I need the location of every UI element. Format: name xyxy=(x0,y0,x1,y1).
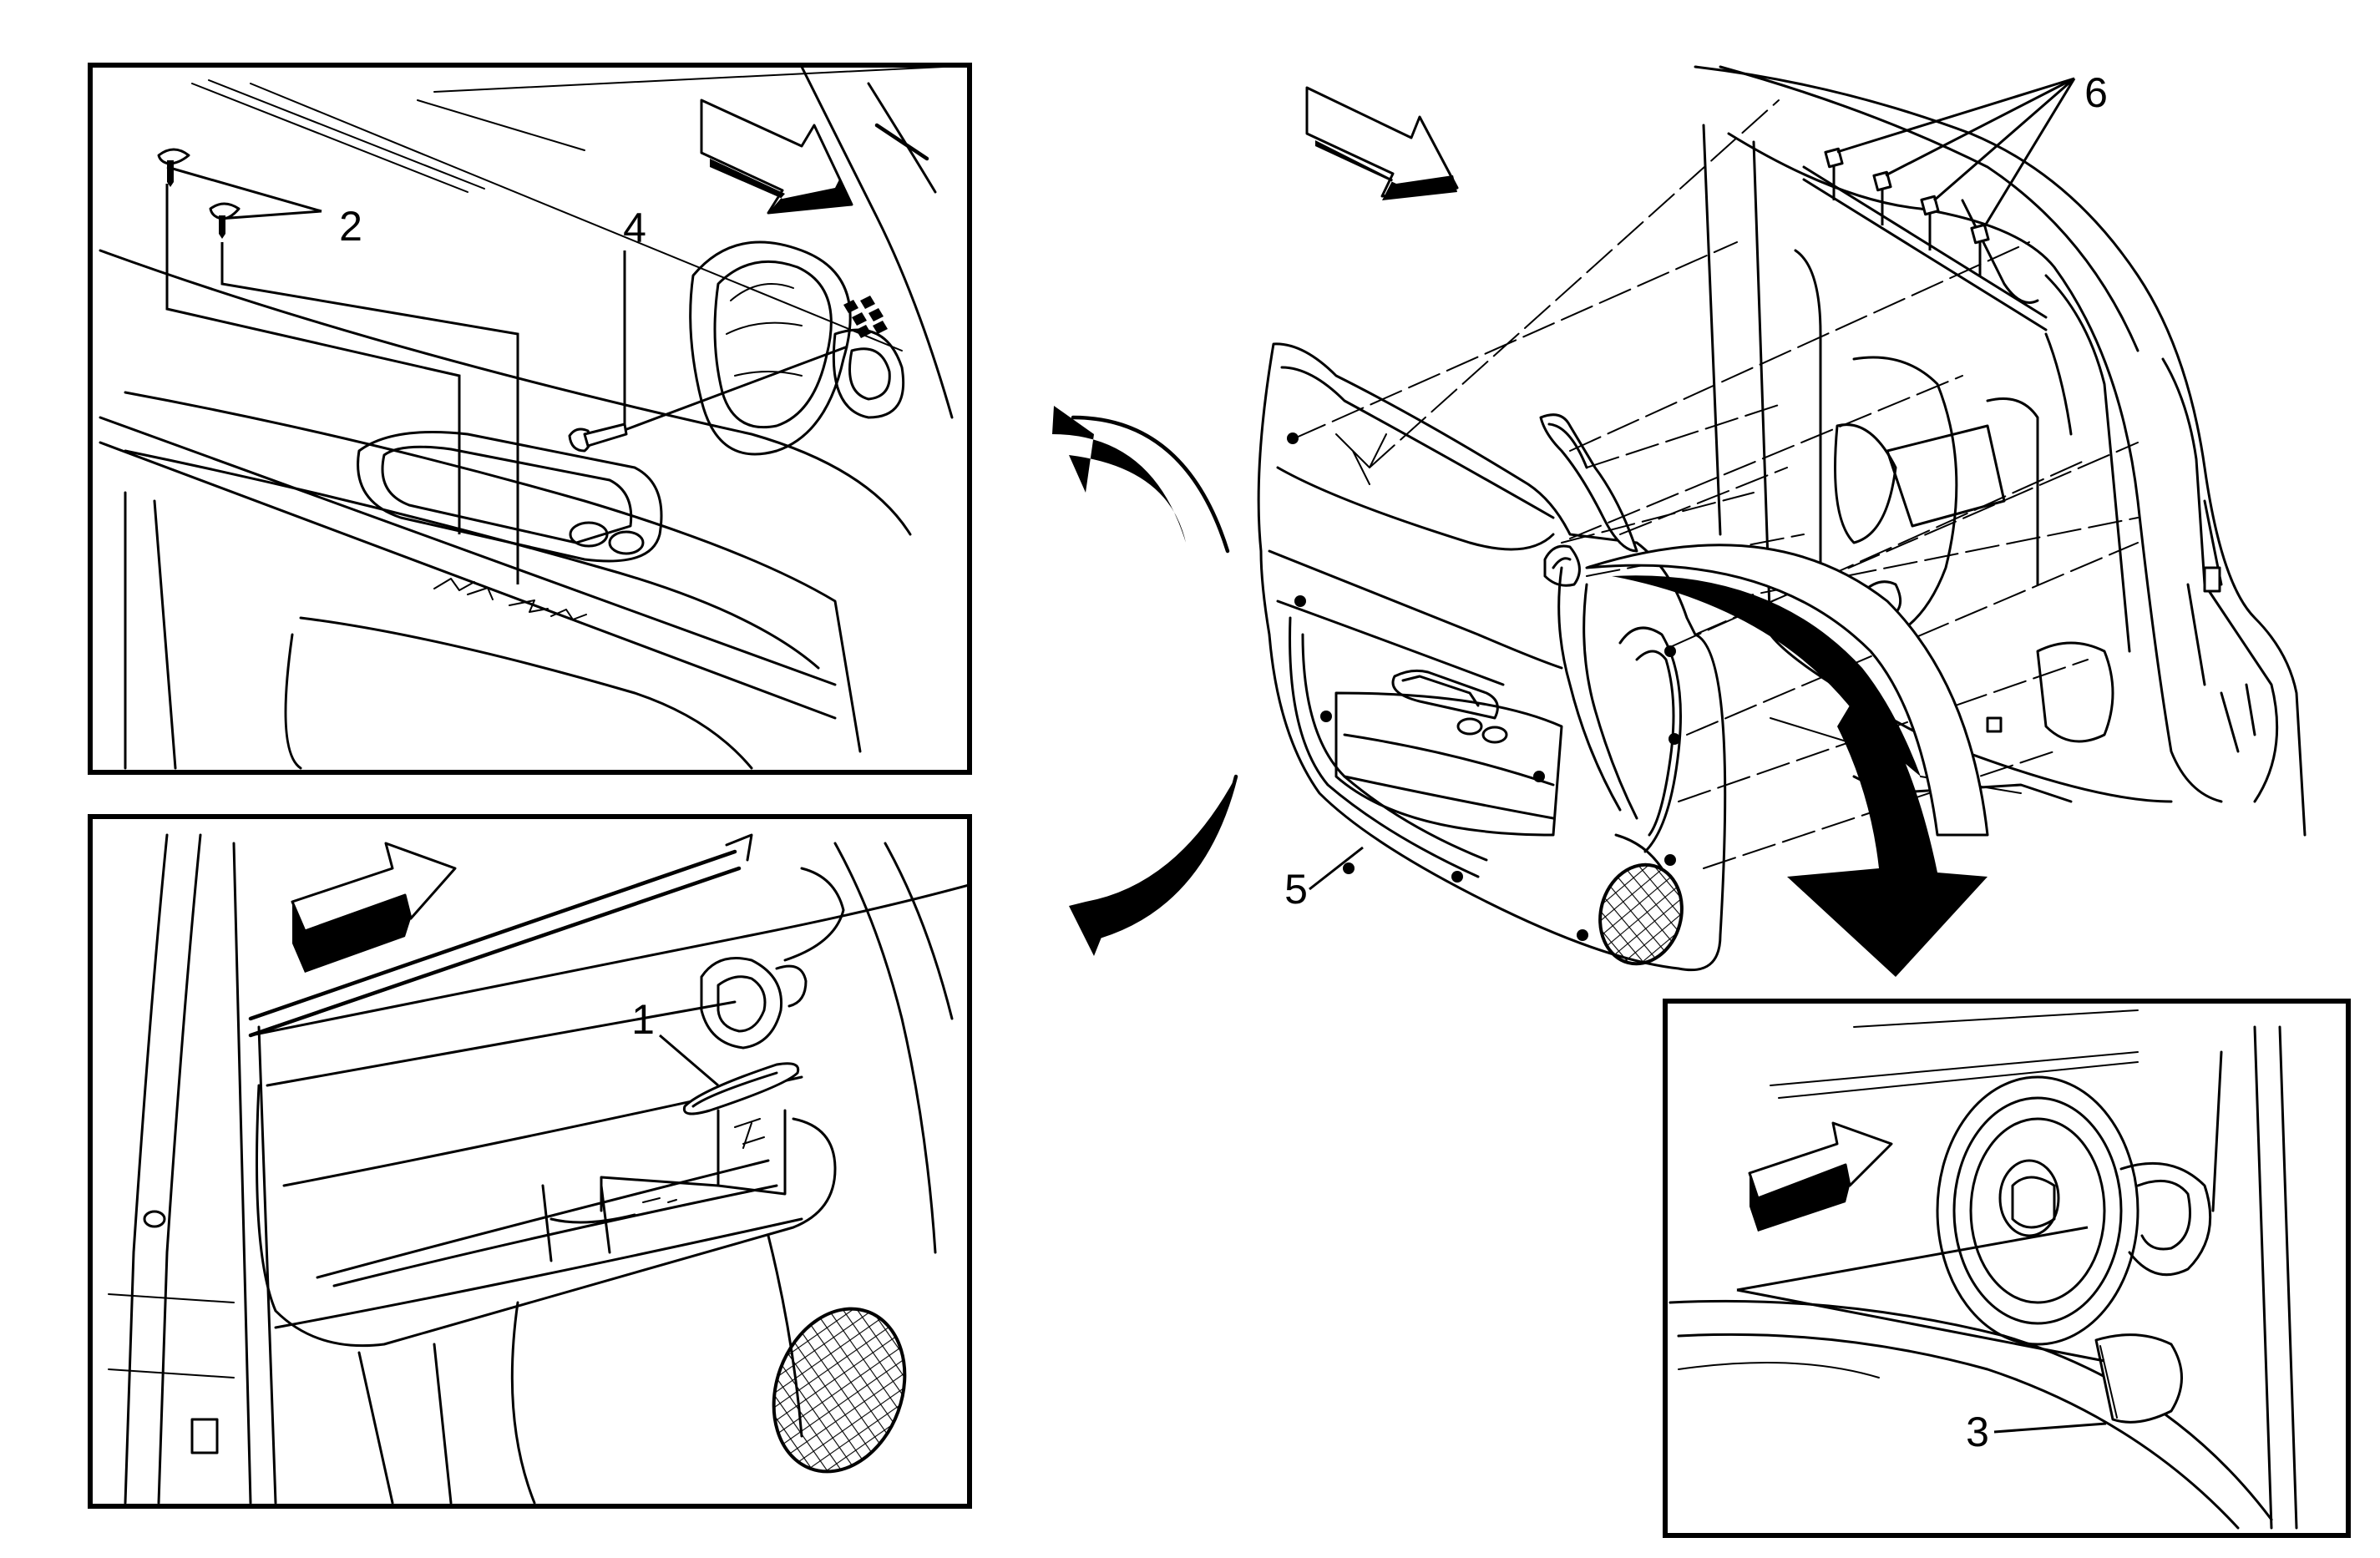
view-direction-arrow-icon xyxy=(291,842,457,973)
speaker-grille-icon xyxy=(772,1307,907,1474)
removal-direction-arrow-icon xyxy=(1585,544,1989,977)
view-direction-arrow-icon xyxy=(700,99,853,215)
callout-label-3: 3 xyxy=(1966,1409,1989,1455)
trim-cover-icon xyxy=(2094,1333,2183,1424)
callout-label-6: 6 xyxy=(2084,69,2108,116)
trim-screw-icon xyxy=(157,148,241,239)
callout-label-4: 4 xyxy=(623,205,646,251)
door-trim-panel xyxy=(1257,342,1727,972)
pull-cup-cover-icon xyxy=(682,1062,800,1115)
rotation-arrow-icon xyxy=(1052,406,1238,956)
detail-panel-screws: 2 4 xyxy=(88,63,972,775)
door-inner-frame xyxy=(1694,65,2307,837)
retainer-clip-cluster xyxy=(843,296,888,338)
detail-panel-handle-bezel: 1 xyxy=(88,814,972,1509)
view-direction-arrow-icon xyxy=(1305,86,1459,200)
callout-label-2: 2 xyxy=(339,203,362,250)
callout-label-1: 1 xyxy=(631,996,655,1043)
view-direction-arrow-icon xyxy=(1748,1121,1893,1232)
detail-panel-cover: 3 xyxy=(1663,999,2351,1538)
inner-handle-bezel xyxy=(1539,413,1638,553)
detail-frame-top-left xyxy=(88,63,972,775)
main-exploded-view: 6 xyxy=(1052,65,2307,977)
trim-screw-long-icon xyxy=(568,422,628,453)
detail-frame-bottom-right xyxy=(1663,999,2351,1538)
callout-label-5: 5 xyxy=(1284,866,1308,913)
retainer-clip-icon xyxy=(1824,147,1990,245)
